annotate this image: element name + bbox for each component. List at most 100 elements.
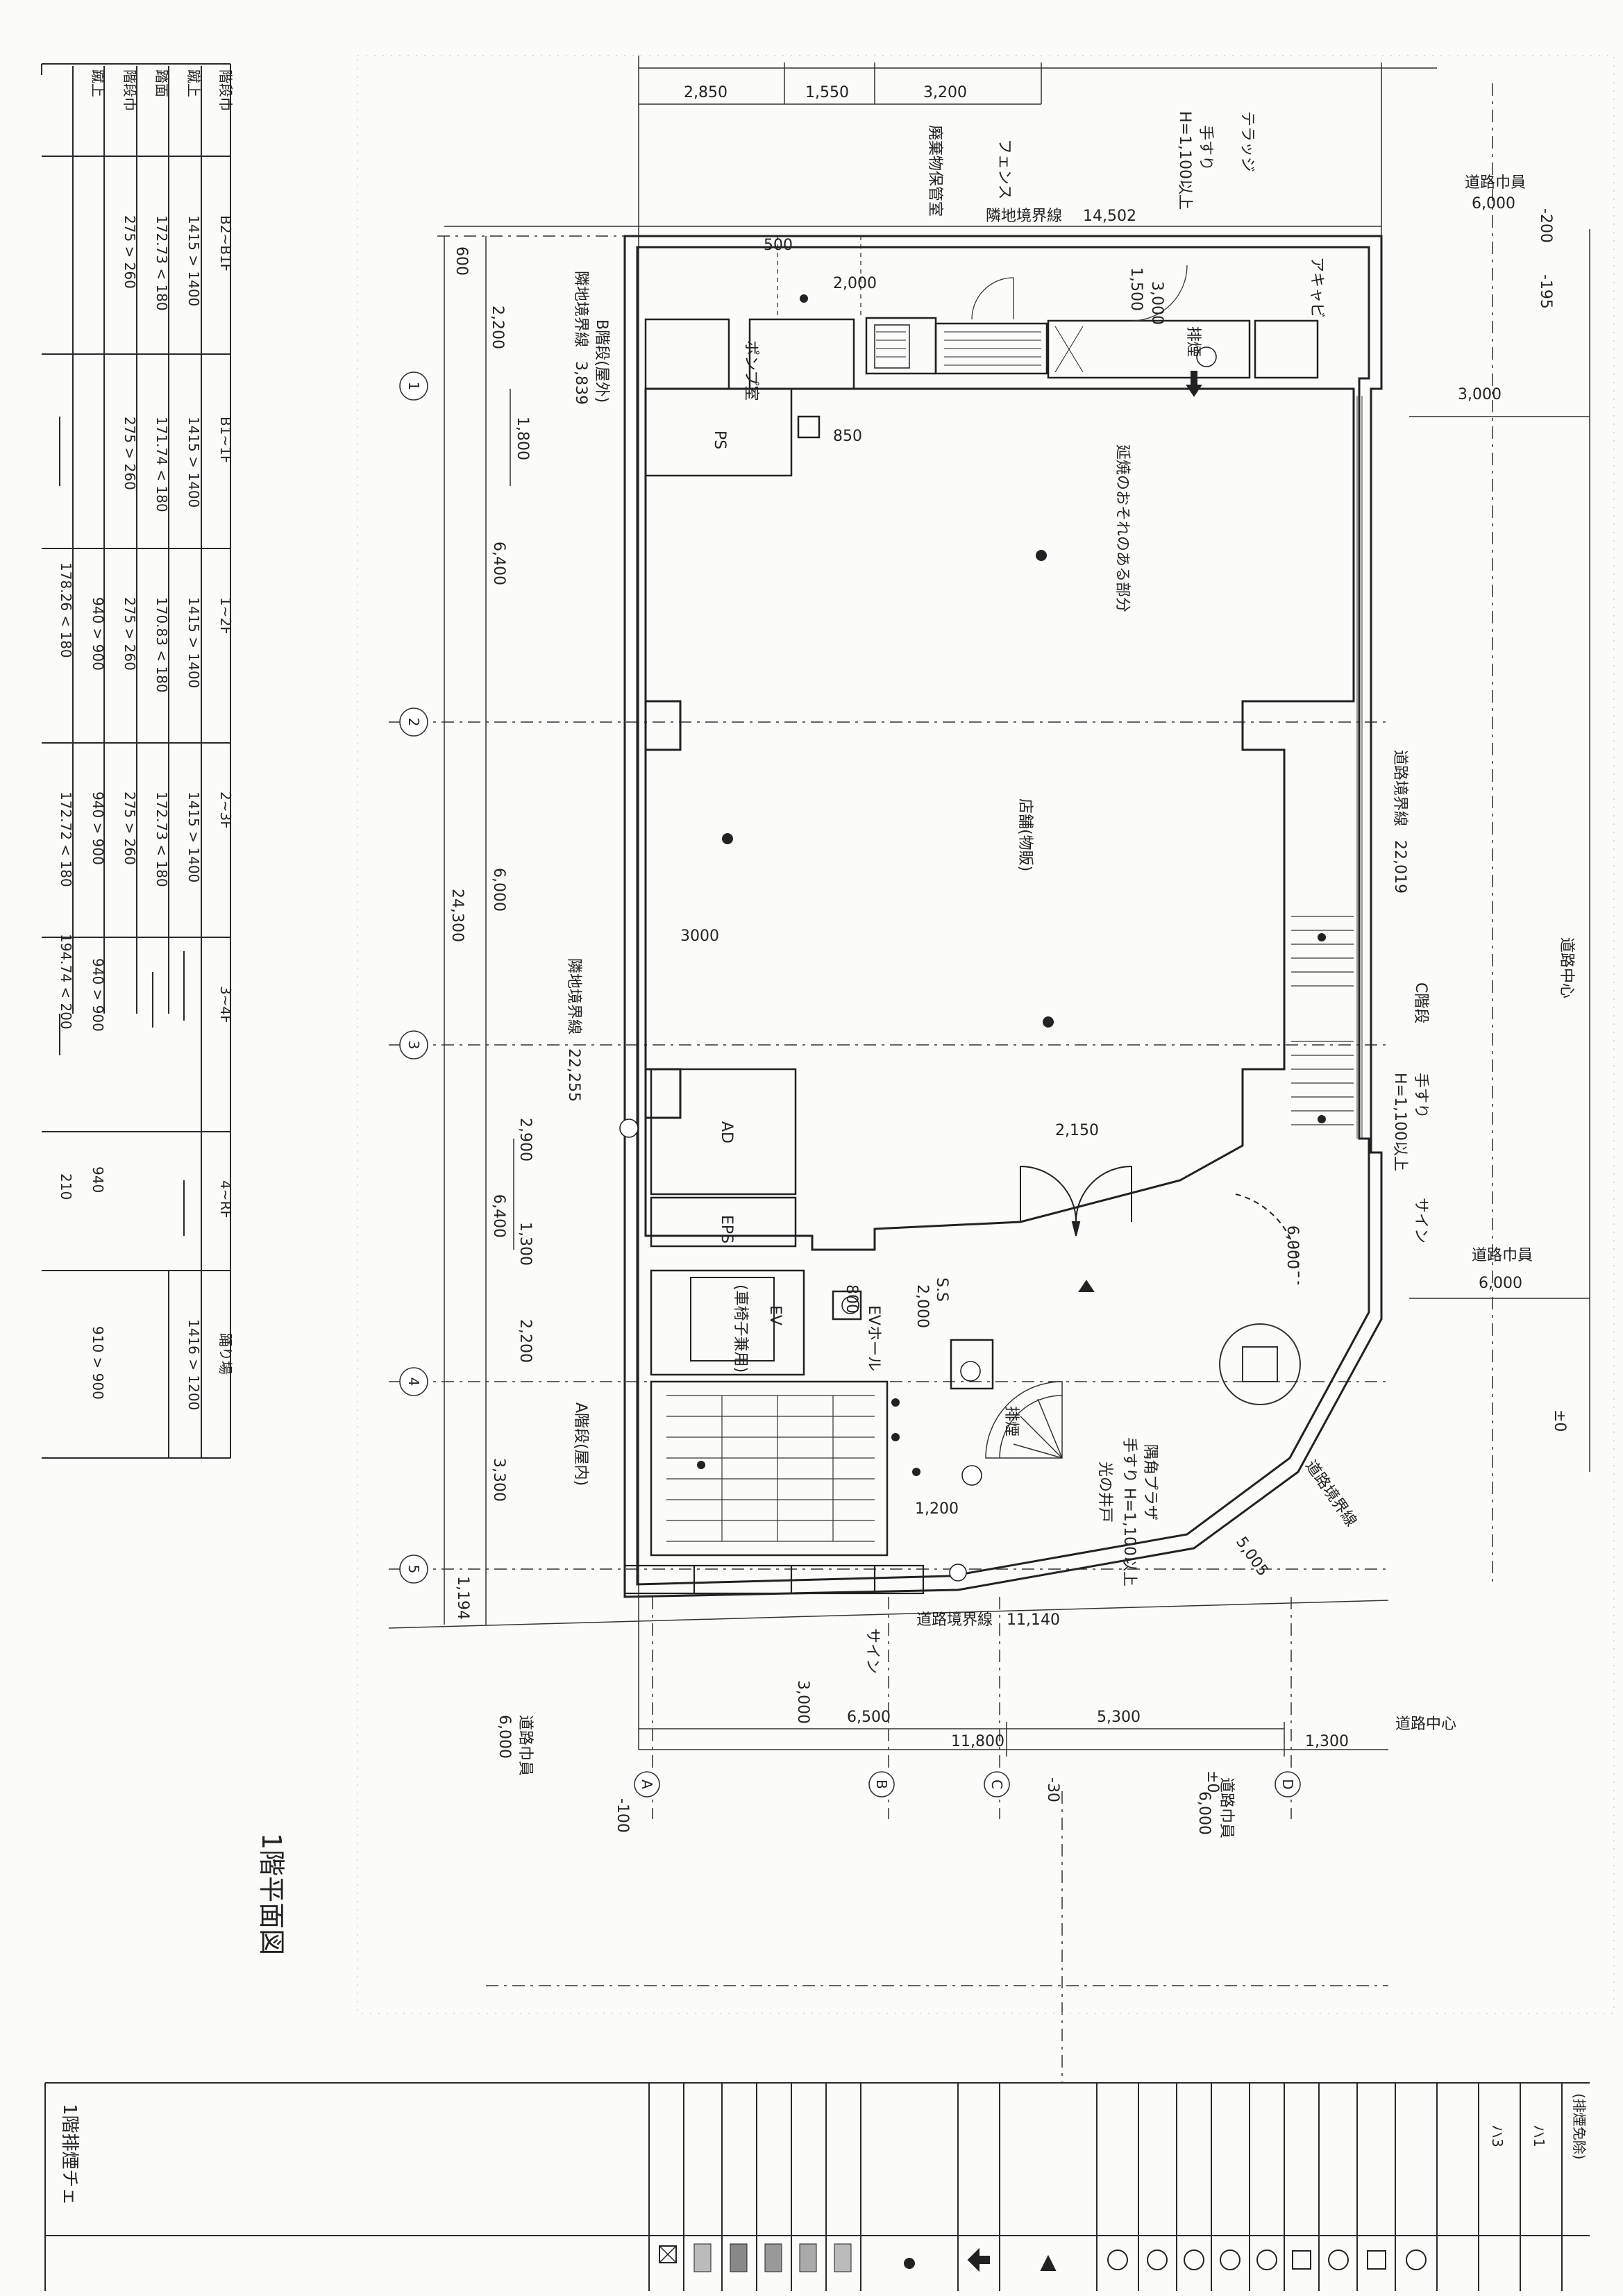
dim-top-2: 3,200 xyxy=(923,84,967,101)
smoke-exhaust-label-top: 排煙 xyxy=(1184,326,1202,357)
table-header-width: 階段巾 xyxy=(217,69,234,111)
dim-bottom-1: 6,500 xyxy=(847,1709,891,1726)
table-col-riser-1: 171.74 < 180 xyxy=(153,417,170,512)
spiral-stair xyxy=(985,1381,1063,1459)
grid-row-5: 5 xyxy=(405,1565,422,1574)
dim-top-6: 3,000 xyxy=(1148,281,1166,325)
dim-top-3: 500 xyxy=(764,237,793,254)
ss-label: S.S xyxy=(933,1277,950,1302)
table-col-width-2: 1415 > 1400 xyxy=(185,597,202,688)
table-col-riser2-4: 194.74 < 200 xyxy=(58,934,74,1030)
plan-labels: 2,850 1,550 3,200 500 2,000 1,500 3,000 … xyxy=(448,84,1575,1838)
dim-inner-6: 3,000 xyxy=(1458,386,1502,403)
grid-row-1-bubble xyxy=(399,371,428,401)
handrail-label: 手すり xyxy=(1197,125,1214,171)
table-col-width-0: 1415 > 1400 xyxy=(185,215,202,306)
z-circle-icon-2 xyxy=(1184,2249,1204,2270)
cross-box-icon xyxy=(659,2245,677,2263)
grid-row-3-bubble xyxy=(399,1030,428,1059)
dim-bottom-6: -30 xyxy=(1044,1777,1061,1802)
dim-inner-0: 3000 xyxy=(680,928,719,945)
road-width-d-value: 6,000 xyxy=(1195,1791,1213,1835)
kou-icon-1 xyxy=(841,1296,859,1314)
table-header-riser: 蹴上 xyxy=(185,69,202,97)
bottom-title: 1階排煙チェ xyxy=(59,2104,80,2206)
handrail3-label: 手すり H=1,100以上 xyxy=(1120,1437,1138,1586)
grid-row-3: 3 xyxy=(405,1041,422,1050)
dim-left-6: 2,900 xyxy=(516,1118,534,1162)
road-right-label: 道路境界線 xyxy=(1391,750,1408,826)
building-walls xyxy=(623,235,1383,1598)
dim-left-1: 2,200 xyxy=(489,305,506,349)
kou3-circle-icon xyxy=(1406,2249,1427,2270)
road-right-length: 22,019 xyxy=(1391,840,1408,894)
grid-col-A: A xyxy=(639,1779,655,1789)
stair-a-treads xyxy=(666,1395,875,1542)
neighbor-top-length: 14,502 xyxy=(1083,208,1136,225)
column-dot-icon xyxy=(904,2258,915,2269)
z-icon-left xyxy=(619,1118,639,1138)
eps-label: EPS xyxy=(718,1215,735,1243)
grid-col-B: B xyxy=(873,1779,890,1789)
dim-inner-4: 2,000 xyxy=(914,1284,931,1328)
table-col-floor-1: B1~1F xyxy=(217,417,234,463)
table-col-width2-5: 940 xyxy=(90,1166,106,1193)
dim-bottom-3: 11,800 xyxy=(951,1733,1004,1750)
drawing-title: 1階平面図 xyxy=(256,1833,287,1955)
kou-circle-icon xyxy=(1328,2249,1349,2270)
dim-left-9: 2,200 xyxy=(516,1319,534,1363)
terrace-label: テラッジ xyxy=(1238,111,1256,172)
stair-table-text: 階段巾 蹴上 踏面 階段巾 蹴上 B2~B1F 1415 > 1400 172.… xyxy=(58,69,234,1410)
hatch-swatch-4 xyxy=(834,2243,852,2272)
legend-text: (排煙免除) ハ1 ハ3 xyxy=(1489,2093,1588,2160)
grid-row-2-bubble xyxy=(399,707,428,737)
ev-hall-label: EVホール xyxy=(865,1305,882,1371)
shop-label: 店舗(物販) xyxy=(1016,798,1034,871)
table-header-riser2: 蹴上 xyxy=(90,69,106,97)
grid-row-1: 1 xyxy=(405,382,422,391)
dim-left-8: 6,400 xyxy=(490,1194,507,1238)
sign-bottom-label: サイン xyxy=(864,1628,881,1674)
ad-label: AD xyxy=(718,1121,735,1143)
table-col-riser2-2: 178.26 < 180 xyxy=(58,562,74,658)
dim-inner-8: ±0 xyxy=(1551,1409,1568,1432)
legend-symbols xyxy=(659,2243,1427,2272)
symbol-circles xyxy=(619,346,1217,1582)
pump-room-label: ポンプ室 xyxy=(742,340,759,401)
fence-label: フェンス xyxy=(995,139,1013,200)
table-col-floor-6: 踊り場 xyxy=(217,1333,234,1375)
dim-bottom-0: 3,000 xyxy=(794,1680,812,1724)
handrail-height: H=1,100以上 xyxy=(1176,111,1193,210)
fire-spread-label: 延焼のおそれのある部分 xyxy=(1113,444,1131,612)
light-well-label: 光の井戸 xyxy=(1096,1461,1113,1523)
z-box-icon xyxy=(1292,2250,1311,2270)
column-dots xyxy=(697,294,1326,1476)
dim-left-2: 1,800 xyxy=(514,417,531,460)
top-service-area xyxy=(644,236,1319,477)
corner-plaza-label: 隅角プラザ xyxy=(1141,1444,1159,1520)
dim-left-3: 6,400 xyxy=(490,542,507,585)
grid-col-D: D xyxy=(1279,1779,1296,1789)
table-col-riser2-3: 172.72 < 180 xyxy=(58,791,74,887)
table-col-riser-2: 170.83 < 180 xyxy=(153,597,170,693)
table-col-riser-0: 172.73 < 180 xyxy=(153,215,170,311)
road-diag-length: 5,005 xyxy=(1232,1534,1272,1579)
corner-plaza xyxy=(1219,1323,1301,1405)
dim-left-0: 600 xyxy=(453,246,470,276)
dim-inner-2: 850 xyxy=(833,428,862,445)
road-width-b-value: 6,000 xyxy=(1479,1275,1522,1292)
dim-inner-5: 800 xyxy=(843,1284,860,1314)
road-width-b-label: 道路巾員 xyxy=(1472,1247,1533,1264)
table-col-floor-2: 1~2F xyxy=(217,597,234,635)
neighbor-left-label: 隣地境界線 xyxy=(565,958,582,1034)
road-width-c-label: 道路巾員 xyxy=(516,1715,534,1776)
road-bottom-length: 11,140 xyxy=(1007,1611,1060,1629)
handrail2-height: H=1,100以上 xyxy=(1391,1073,1408,1171)
handrail2-label: 手すり xyxy=(1412,1073,1429,1118)
stair-b-label: B階段(屋外) xyxy=(593,319,610,403)
table-col-width-1: 1415 > 1400 xyxy=(185,417,202,508)
grid-col-D-bubble xyxy=(1275,1771,1301,1798)
table-col-floor-0: B2~B1F xyxy=(217,215,234,271)
dim-inner-1: 2,150 xyxy=(1055,1122,1099,1139)
